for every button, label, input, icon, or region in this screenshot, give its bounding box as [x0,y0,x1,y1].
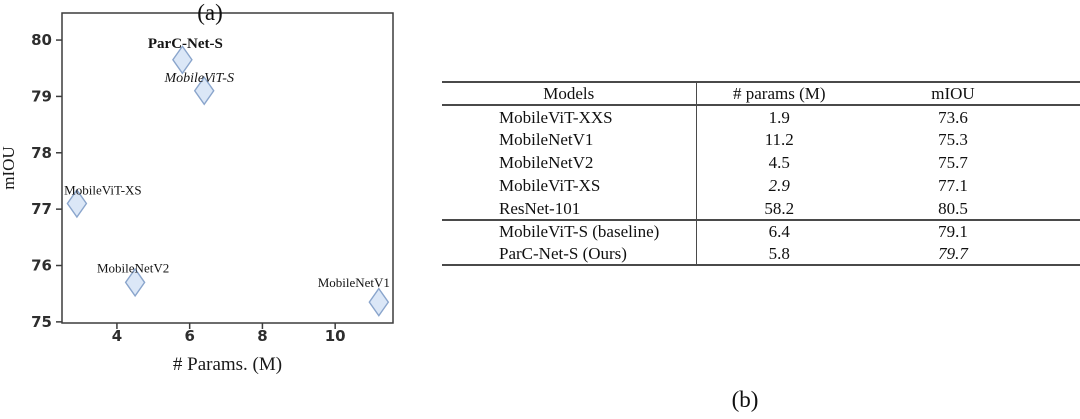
y-tick-label: 78 [31,144,52,162]
cell-params: 2.9 [768,176,790,196]
cell-model: MobileViT-S (baseline) [442,220,697,243]
cell-params: 1.9 [768,107,790,127]
y-axis-label: mIOU [0,146,18,189]
results-table: Models # params (M) mIOU MobileViT-XXS 1.9 7… [442,81,1080,266]
cell-miou: 80.5 [938,198,968,218]
col-header-filler [1044,82,1080,105]
cell-params: 4.5 [768,153,790,173]
cell-miou: 79.1 [938,222,968,242]
cell-filler [1044,197,1080,220]
data-point-MobileNetV1 [368,287,390,317]
cell-filler [1044,105,1080,128]
col-header-miou: mIOU [931,84,975,103]
table-row: MobileNetV2 4.5 75.7 [442,151,1080,175]
cell-filler [1044,243,1080,265]
cell-miou: 77.1 [938,176,968,196]
cell-filler [1044,220,1080,242]
y-tick-label: 75 [31,313,52,331]
data-point-ParC-Net-S [172,45,193,75]
cell-model: MobileNetV2 [442,151,697,175]
cell-model: MobileViT-XS [442,174,697,198]
cell-miou: 75.3 [938,130,968,150]
table-row: MobileViT-XXS 1.9 73.6 [442,105,1080,129]
cell-filler [1044,128,1080,151]
cell-miou: 75.7 [938,153,968,173]
x-tick-label: 8 [257,327,267,345]
table-row: MobileViT-XS 2.9 77.1 [442,174,1080,198]
cell-model: ResNet-101 [442,197,697,221]
cell-params: 5.8 [768,243,790,263]
cell-miou: 73.6 [938,107,968,127]
cell-params: 6.4 [768,222,790,242]
table-row: MobileNetV1 11.2 75.3 [442,128,1080,152]
point-label-MobileNetV2: MobileNetV2 [97,260,169,275]
caption-a: (a) [197,0,223,25]
point-label-MobileNetV1: MobileNetV1 [318,275,390,290]
table-row: ResNet-101 58.2 80.5 [442,197,1080,221]
point-label-MobileViT-XS: MobileViT-XS [64,183,141,198]
point-label-ParC-Net-S: ParC-Net-S [148,36,223,52]
data-point-MobileViT-XS [66,188,88,219]
cell-filler [1044,151,1080,174]
x-tick-label: 6 [184,327,194,345]
col-header-models: Models [442,82,697,106]
data-point-MobileViT-S [193,76,215,106]
cell-model: MobileNetV1 [442,128,697,152]
x-tick-label: 10 [325,327,346,345]
table-row: ParC-Net-S (Ours) 5.8 79.7 [442,242,1080,265]
scatter-panel: 4 6 8 10 75 76 77 78 79 80 # Params. (M) mIOU ParC-N… [0,0,440,419]
y-tick-label: 80 [31,31,52,49]
cell-filler [1044,174,1080,197]
cell-model: MobileViT-XXS [442,105,697,129]
cell-params: 58.2 [764,198,795,218]
y-tick-label: 79 [31,87,52,105]
y-tick-label: 77 [31,200,52,218]
scatter-plot: 4 6 8 10 75 76 77 78 79 80 # Params. (M) mIOU ParC-N… [0,12,394,375]
table-header-row: Models # params (M) mIOU [442,82,1080,106]
data-point-MobileNetV2 [124,267,146,298]
x-axis-label: # Params. (M) [173,354,282,375]
cell-params: 11.2 [764,130,794,150]
results-table-wrap: Models # params (M) mIOU MobileViT-XXS 1.9 7… [442,81,1080,266]
plot-frame [61,12,394,324]
col-header--params-m-: # params (M) [732,84,826,103]
caption-b: (b) [731,387,759,412]
table-row: MobileViT-S (baseline) 6.4 79.1 [442,220,1080,243]
x-tick-label: 4 [112,327,122,345]
y-tick-label: 76 [31,257,52,275]
cell-miou: 79.7 [938,243,968,263]
cell-model: ParC-Net-S (Ours) [442,242,697,265]
point-label-MobileViT-S: MobileViT-S [163,71,233,86]
